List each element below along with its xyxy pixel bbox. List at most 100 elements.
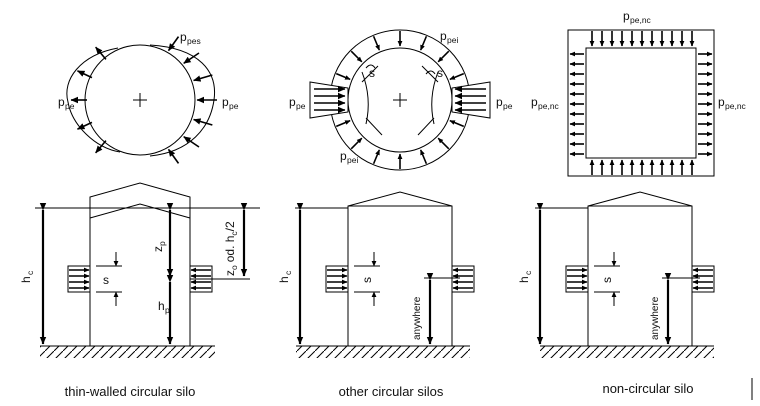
label-zo: zood. hc/2 [223,221,239,276]
label-p-sub: p [165,305,170,315]
patch-pressure-arrows [69,267,211,291]
pressure-arrows [70,36,217,164]
local-patch-left [565,265,589,293]
non-circular-plan: p pe,nc p pe,nc p pe,nc [531,9,747,177]
label-s: s [437,66,443,80]
label-z: z [223,270,237,276]
pressure-arrow [95,46,107,60]
silo-outline [587,191,693,346]
other-circular-plan: s s p pe p pe p pei p pei [289,29,513,171]
s-leader [365,117,383,136]
label-pe-sub: pe [229,101,239,111]
label-z: z [151,246,165,252]
pressure-arrow [167,36,180,52]
label-c-sub: c [25,270,35,275]
silo-wall-square [585,47,697,159]
label-s: s [360,277,374,283]
label-h: h [517,276,531,283]
label-p: p [340,149,347,163]
label-c-sub: c [283,270,293,275]
local-pressure-band-right [451,81,491,119]
ring-pressure-arrows [335,31,465,169]
pressure-arrow [419,35,428,51]
pressure-arrow [95,140,107,154]
s-leader [361,65,379,83]
pressure-arrow [183,135,200,148]
local-patch-right [451,265,475,293]
pressure-envelope-square [567,29,715,177]
s-arc-left [361,71,369,125]
label-p: p [623,9,630,23]
pressure-envelope-left [66,47,121,153]
other-circular-elevation: h c s anywhere [277,191,475,358]
label-p: p [289,95,296,109]
label-pei-sub: pei [347,155,358,165]
ground-hatch [296,346,470,358]
label-p: p [718,95,725,109]
s-arc-right [431,71,439,125]
pressure-arrow [437,50,450,63]
label-pe-sub: pe [65,101,75,111]
band-pressure-arrows [314,85,486,114]
pressure-arrow [350,50,363,63]
pressure-arrow [449,72,465,81]
label-p: p [531,95,538,109]
pressure-arrow [449,119,465,128]
label-p: p [440,29,447,43]
pressure-arrow [77,121,93,130]
ground-hatch [40,346,215,358]
label-h: h [19,276,33,283]
pressure-arrow [335,119,351,128]
pressure-arrow [77,70,93,79]
label-anywhere: anywhere [650,296,661,340]
label-p-sub: p [157,241,167,246]
label-s: s [600,277,614,283]
label-p: p [58,95,65,109]
ground-hatch [540,346,714,358]
pressure-arrow [372,35,381,51]
thin-walled-elevation: h c z p h p zood. hc/2 s [19,182,260,358]
s-leader [421,65,439,83]
pressure-arrow [167,148,180,164]
caption-other-circular: other circular silos [339,384,444,399]
label-s: s [369,66,375,80]
pressure-arrow [419,149,428,165]
pressure-arrow [193,74,213,82]
label-pe-nc-sub: pe,nc [725,101,747,111]
label-pes-sub: pes [187,36,201,46]
non-circular-elevation: h c s anywhere [517,191,715,358]
label-zo-text: od. h [223,236,237,263]
silo-outline [89,182,191,346]
pressure-arrow [372,149,381,165]
local-patch-right [691,265,715,293]
label-s: s [103,273,109,287]
s-curl [425,70,436,75]
patch-pressure-arrows [567,267,713,291]
s-curl [365,64,376,69]
label-pe-nc-sub: pe,nc [630,15,652,25]
caption-thin-walled: thin-walled circular silo [65,384,196,399]
label-pe-nc-sub: pe,nc [538,101,560,111]
label-o-sub: o [229,265,239,270]
local-pressure-band-left [309,81,349,119]
label-pe-sub: pe [503,101,513,111]
pressure-arrow [437,137,450,150]
local-patch-right [189,265,213,293]
pressure-arrow [335,72,351,81]
s-leader [417,117,435,136]
label-pei-sub: pei [447,35,458,45]
pressure-arrow [350,137,363,150]
label-c-sub: c [523,270,533,275]
caption-non-circular: non-circular silo [602,381,693,396]
roof-inner-line [89,203,191,219]
local-patch-left [67,265,91,293]
label-h: h [277,276,291,283]
label-anywhere: anywhere [412,296,423,340]
pressure-arrow [183,52,200,65]
thin-walled-plan: p pe p pe p pes [58,30,239,164]
local-patch-left [325,265,349,293]
patch-pressure-arrows [327,267,473,291]
label-p: p [180,30,187,44]
label-h: h [158,299,165,313]
